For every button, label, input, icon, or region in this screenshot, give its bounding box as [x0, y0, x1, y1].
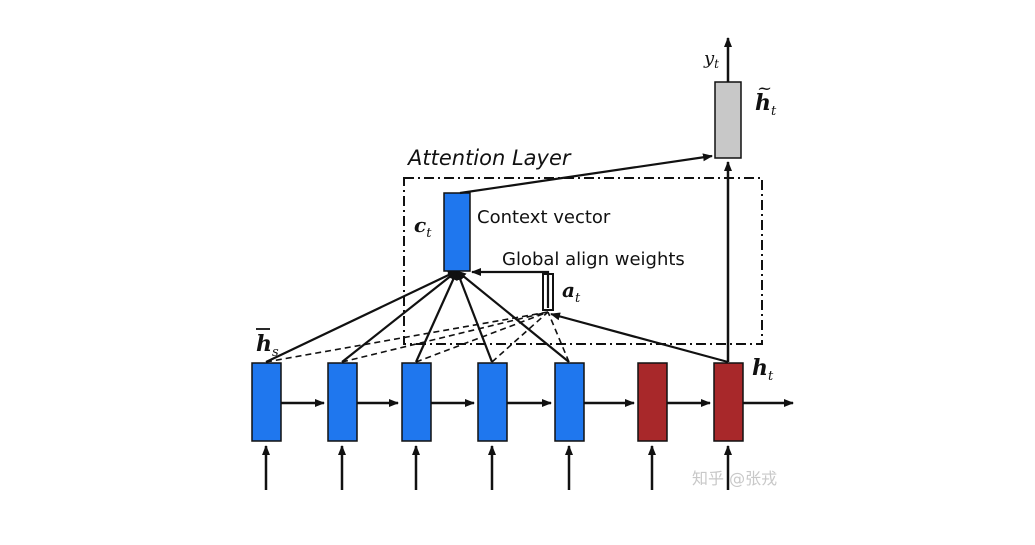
- hs-label: hs: [256, 328, 279, 360]
- htilde-label: ~ ht: [755, 78, 777, 119]
- context-to-htilde-arrow: [459, 153, 713, 195]
- attention-layer-title: Attention Layer: [406, 146, 572, 170]
- context-solid-lines: [265, 270, 570, 363]
- svg-text:ht: ht: [755, 90, 777, 119]
- align-dashed-lines: [265, 311, 570, 363]
- align-weights-bar: [542, 273, 554, 311]
- decoder-state: [637, 362, 668, 442]
- decoder-blocks: [637, 362, 744, 442]
- attentional-hidden-block: [714, 81, 742, 159]
- encoder-state: [401, 362, 432, 442]
- align-to-context-arrow: [471, 268, 550, 308]
- ht-to-align-arrow: [550, 312, 729, 364]
- encoder-state: [477, 362, 508, 442]
- yt-label: yt: [703, 48, 719, 71]
- align-weights-label: Global align weights: [502, 249, 685, 270]
- ht-label: ht: [752, 355, 774, 384]
- watermark-text: 知乎 @张戎: [692, 469, 777, 488]
- ct-label: ct: [414, 213, 432, 241]
- encoder-state: [251, 362, 282, 442]
- at-label: at: [562, 278, 581, 306]
- svg-text:~: ~: [757, 78, 772, 99]
- svg-text:hs: hs: [256, 331, 279, 360]
- input-arrows: [262, 445, 732, 490]
- context-vector-block: [443, 192, 471, 272]
- decoder-state: [713, 362, 744, 442]
- encoder-state: [327, 362, 358, 442]
- encoder-blocks: [251, 362, 585, 442]
- context-vector-label: Context vector: [477, 207, 611, 228]
- attention-layer-box: [403, 177, 763, 345]
- encoder-state: [554, 362, 585, 442]
